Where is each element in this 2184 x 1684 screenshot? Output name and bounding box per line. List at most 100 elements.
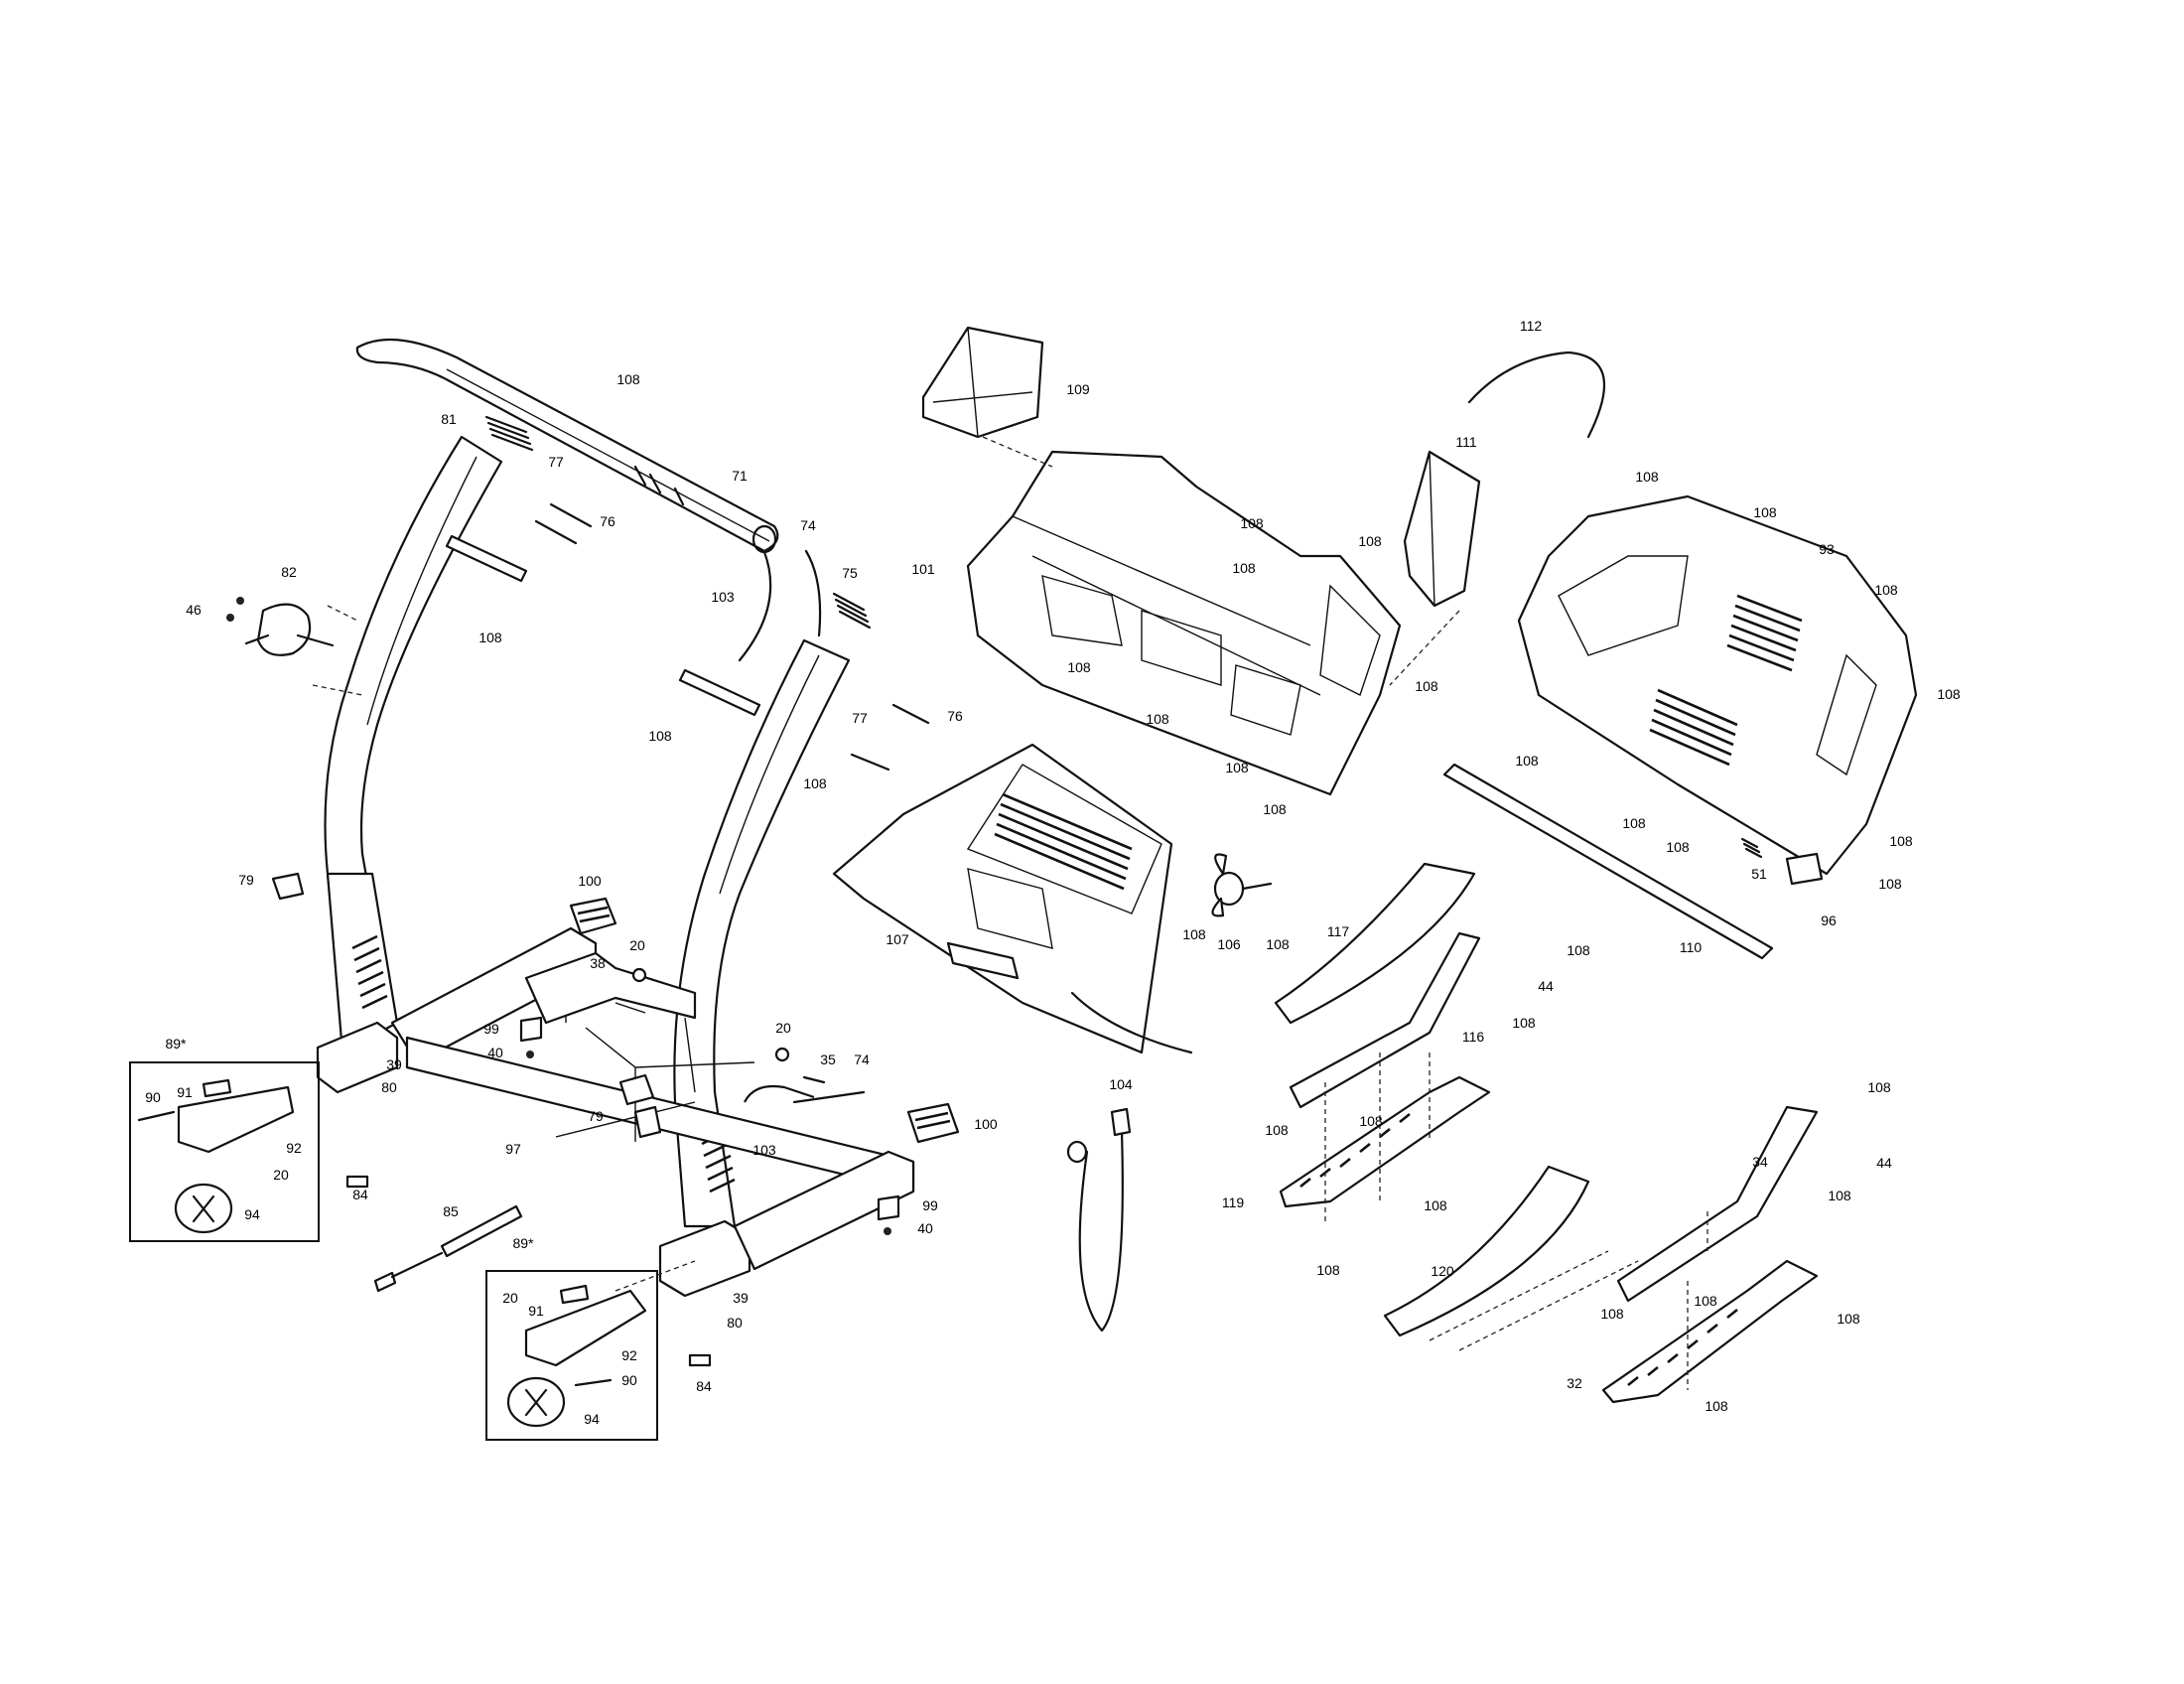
callout-c103a: 103 xyxy=(711,589,735,605)
callout-c117: 117 xyxy=(1327,923,1350,939)
callout-c93: 93 xyxy=(1819,541,1835,557)
end-cap-100-right xyxy=(906,1102,960,1144)
foot-99-40-left xyxy=(519,1016,543,1058)
callout-c108k: 108 xyxy=(1358,533,1382,549)
console-cover-107 xyxy=(832,743,1193,1054)
callout-c79b: 79 xyxy=(588,1108,604,1124)
callout-c108s: 108 xyxy=(1515,753,1539,769)
callout-c108o: 108 xyxy=(1635,469,1659,485)
callout-c76a: 76 xyxy=(600,513,615,529)
callout-c108i: 108 xyxy=(1225,760,1249,775)
inset-89-right xyxy=(485,1270,658,1441)
callout-c108z: 108 xyxy=(1265,1122,1289,1138)
callout-c20d: 20 xyxy=(502,1290,518,1306)
screws-46 xyxy=(226,597,244,622)
rail-cover-120 xyxy=(1383,1165,1590,1337)
callout-c108af: 108 xyxy=(1600,1306,1624,1322)
callout-c46: 46 xyxy=(186,602,202,618)
callout-c76b: 76 xyxy=(947,708,963,724)
belt-104 xyxy=(1066,1107,1132,1333)
callout-c90b: 90 xyxy=(621,1372,637,1388)
callout-c108a: 108 xyxy=(616,371,640,387)
callout-c75: 75 xyxy=(842,565,858,581)
callout-c97: 97 xyxy=(505,1141,521,1157)
callout-c108y: 108 xyxy=(1512,1015,1536,1031)
side-rail-116 xyxy=(1289,931,1481,1109)
nut-20-center xyxy=(631,967,790,1062)
callout-c108v: 108 xyxy=(1889,833,1913,849)
callout-c94a: 94 xyxy=(244,1206,260,1222)
sensor-103-35-74 xyxy=(744,1075,866,1104)
bracket-96 xyxy=(1785,852,1824,886)
cable-71-drop xyxy=(738,550,772,662)
spring-51 xyxy=(1740,837,1763,859)
spring-75 xyxy=(832,592,872,630)
callout-c82: 82 xyxy=(281,564,297,580)
callout-c116: 116 xyxy=(1462,1029,1485,1045)
callout-c40b: 40 xyxy=(917,1220,933,1236)
callout-c108f: 108 xyxy=(1232,560,1256,576)
callout-c108ah: 108 xyxy=(1837,1311,1860,1327)
callout-c108e: 108 xyxy=(1240,515,1264,531)
inset-89-left xyxy=(129,1061,320,1242)
callout-c100a: 100 xyxy=(578,873,602,889)
callout-c40a: 40 xyxy=(487,1045,503,1060)
callout-c107: 107 xyxy=(886,931,909,947)
spring-81 xyxy=(484,415,534,452)
callout-c108m: 108 xyxy=(1182,926,1206,942)
callout-c85: 85 xyxy=(443,1203,459,1219)
callout-c20b: 20 xyxy=(273,1167,289,1183)
callout-c108x: 108 xyxy=(1567,942,1590,958)
callout-c79a: 79 xyxy=(238,872,254,888)
callout-c96: 96 xyxy=(1821,912,1837,928)
wire-112 xyxy=(1467,351,1606,439)
bolts-76 xyxy=(534,502,930,772)
callout-c108j: 108 xyxy=(1263,801,1287,817)
left-upright xyxy=(316,435,503,1094)
knob-82 xyxy=(244,603,335,656)
callout-c119: 119 xyxy=(1222,1194,1245,1210)
callout-c108ae: 108 xyxy=(1828,1188,1851,1203)
callout-c108t: 108 xyxy=(1622,815,1646,831)
callout-c84b: 84 xyxy=(696,1378,712,1394)
callout-c112: 112 xyxy=(1520,318,1543,334)
callout-c80a: 80 xyxy=(381,1079,397,1095)
callout-c44a: 44 xyxy=(1538,978,1554,994)
callout-c91a: 91 xyxy=(177,1084,193,1100)
callout-c84a: 84 xyxy=(352,1187,368,1202)
callout-c110: 110 xyxy=(1680,939,1703,955)
callout-c108c: 108 xyxy=(648,728,672,744)
tray-109 xyxy=(921,326,1044,439)
callout-c108aa: 108 xyxy=(1359,1113,1383,1129)
callout-c108r: 108 xyxy=(1937,686,1961,702)
leveler-84 xyxy=(345,1175,712,1367)
callout-c34: 34 xyxy=(1752,1154,1768,1170)
callout-c108ag: 108 xyxy=(1694,1293,1717,1309)
callout-c39a: 39 xyxy=(386,1056,402,1072)
callout-c44b: 44 xyxy=(1876,1155,1892,1171)
pad-79-left xyxy=(271,872,305,901)
pad-79-center xyxy=(618,1073,662,1139)
fan-106 xyxy=(1211,853,1273,917)
foot-99-40-right xyxy=(877,1194,900,1235)
callout-c108ac: 108 xyxy=(1316,1262,1340,1278)
callout-c108d: 108 xyxy=(803,775,827,791)
side-rail-34 xyxy=(1616,1105,1819,1303)
callout-c108w: 108 xyxy=(1878,876,1902,892)
callout-c77b: 77 xyxy=(852,710,868,726)
callout-c108n: 108 xyxy=(1266,936,1290,952)
rail-110 xyxy=(1442,763,1774,960)
callout-c20a: 20 xyxy=(629,937,645,953)
callout-c89b: 89* xyxy=(512,1235,534,1251)
callout-c108l: 108 xyxy=(1415,678,1438,694)
callout-c38: 38 xyxy=(590,955,606,971)
callout-c101: 101 xyxy=(911,561,935,577)
assembly-lines xyxy=(312,436,1708,1390)
callout-c80b: 80 xyxy=(727,1315,743,1331)
callout-c109: 109 xyxy=(1066,381,1090,397)
callout-c77a: 77 xyxy=(548,454,564,470)
callout-c108g: 108 xyxy=(1067,659,1091,675)
